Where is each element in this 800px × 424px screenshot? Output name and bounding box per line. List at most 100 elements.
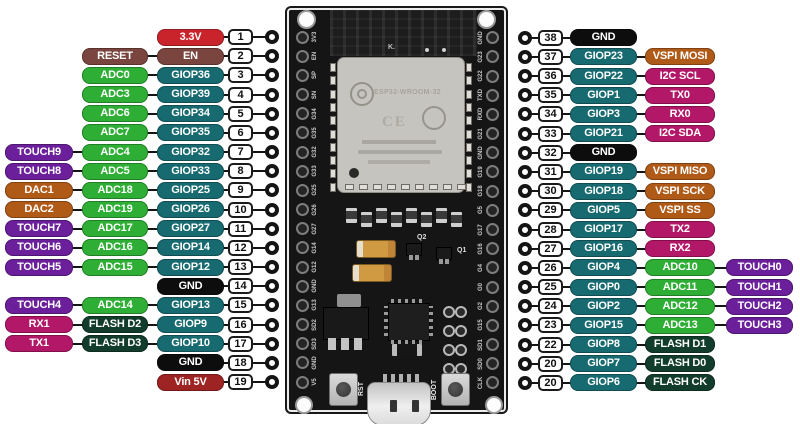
pin-label-touch6: TOUCH6	[5, 239, 73, 257]
module-pad	[466, 89, 472, 99]
jumper-pad	[455, 306, 467, 318]
regulator-leg	[354, 338, 362, 350]
pin-number-7: 7	[228, 144, 253, 161]
module-pad	[466, 116, 472, 126]
pin-number-22: 22	[538, 336, 563, 353]
pin-label-giop39: GIOP39	[157, 86, 224, 104]
pin-label-en: EN	[157, 47, 224, 65]
pin-number-5: 5	[228, 105, 253, 122]
pin-label-gnd: GND	[570, 144, 637, 162]
pin-label-vspi-ss: VSPI SS	[645, 201, 715, 219]
board-header-pad	[296, 260, 309, 274]
pin-number-4: 4	[228, 86, 253, 103]
pin-hole-marker	[265, 106, 279, 121]
smd-component	[392, 344, 422, 356]
pin-label-gnd: GND	[157, 277, 224, 295]
pin-number-28: 28	[538, 221, 563, 238]
pin-label-giop10: GIOP10	[157, 335, 224, 353]
board-header-pad	[486, 184, 499, 198]
board-header-pad	[486, 242, 499, 256]
pin-hole-marker	[265, 279, 279, 294]
pin-number-24: 24	[538, 298, 563, 315]
pin-label-reset: RESET	[82, 47, 148, 65]
jumper-pad	[443, 344, 455, 356]
pin-hole-marker	[265, 355, 279, 370]
pin-hole-marker	[518, 337, 532, 352]
module-pad	[330, 116, 336, 126]
pin-number-18: 18	[228, 354, 253, 371]
rst-button	[329, 373, 358, 406]
pin-hole-marker	[265, 30, 279, 45]
pin-label-adc11: ADC11	[645, 278, 715, 296]
pin-label-giop22: GIOP22	[570, 67, 637, 85]
pin-label-giop32: GIOP32	[157, 143, 224, 161]
pin-hole-marker	[518, 145, 532, 160]
module-pad	[466, 76, 472, 86]
pin-hole-marker	[265, 317, 279, 332]
pin-label-giop15: GIOP15	[570, 316, 637, 334]
pin-hole-marker	[518, 222, 532, 237]
module-pad	[345, 184, 354, 190]
module-pad	[359, 184, 368, 190]
pin-label-giop2: GIOP2	[570, 297, 637, 315]
board-header-pad	[296, 222, 309, 236]
pin-label-adc18: ADC18	[82, 181, 148, 199]
pin-label-dac2: DAC2	[5, 201, 73, 219]
board-header-pad	[486, 127, 499, 141]
pin-hole-marker	[518, 49, 532, 64]
board-header-pad	[296, 375, 309, 389]
module-pad	[330, 76, 336, 86]
mounting-hole	[295, 396, 313, 414]
board-header-pad	[296, 241, 309, 255]
pin-number-29: 29	[538, 202, 563, 219]
pin-label-touch8: TOUCH8	[5, 162, 73, 180]
board-header-pad	[486, 338, 499, 352]
pin-label-giop6: GIOP6	[570, 374, 637, 392]
board-header-pad	[486, 299, 499, 313]
pin-number-20: 20	[538, 355, 563, 372]
smd-resistor	[436, 208, 447, 223]
pin-number-27: 27	[538, 240, 563, 257]
jumper-pad	[443, 325, 455, 337]
board-header-pad	[486, 376, 499, 390]
pin-number-20: 20	[538, 374, 563, 391]
board-header-pad	[296, 49, 309, 63]
pin-label-giop4: GIOP4	[570, 259, 637, 277]
board-header-pad	[296, 30, 309, 44]
pin-label-touch0: TOUCH0	[726, 259, 793, 277]
pin-label-giop5: GIOP5	[570, 201, 637, 219]
pin-number-6: 6	[228, 124, 253, 141]
module-pad	[330, 63, 336, 72]
module-pad	[466, 156, 472, 166]
board-header-pad	[486, 203, 499, 217]
board-header-pad	[486, 165, 499, 179]
usb-slot	[390, 400, 397, 412]
module-pad	[373, 184, 382, 190]
board-header-pad	[486, 88, 499, 102]
board-header-pad	[296, 107, 309, 121]
pin-number-38: 38	[538, 29, 563, 46]
silkscreen-label: V5	[312, 378, 318, 386]
pin-label-touch7: TOUCH7	[5, 220, 73, 238]
pin-label-adc5: ADC5	[82, 162, 148, 180]
chip-pins	[391, 340, 426, 344]
voltage-regulator	[323, 307, 369, 340]
module-pad	[330, 169, 336, 179]
pin-label-vspi-sck: VSPI SCK	[645, 182, 715, 200]
pin-label-giop12: GIOP12	[157, 258, 224, 276]
board-header-pad	[296, 337, 309, 351]
rst-button-label: RST	[358, 382, 365, 396]
pin-label-adc14: ADC14	[82, 296, 148, 314]
module-pad	[466, 129, 472, 139]
pin-label-giop36: GIOP36	[157, 66, 224, 84]
pin-number-13: 13	[228, 259, 253, 276]
pin-label-touch9: TOUCH9	[5, 143, 73, 161]
pin-hole-marker	[518, 88, 532, 103]
pin-label-giop3: GIOP3	[570, 105, 637, 123]
pin-label-tx1: TX1	[5, 335, 73, 353]
module-pad	[466, 142, 472, 152]
module-pad	[457, 184, 466, 190]
board-header-pad	[486, 107, 499, 121]
ce-mark: CE	[382, 114, 407, 130]
board-header-pad	[486, 69, 499, 83]
